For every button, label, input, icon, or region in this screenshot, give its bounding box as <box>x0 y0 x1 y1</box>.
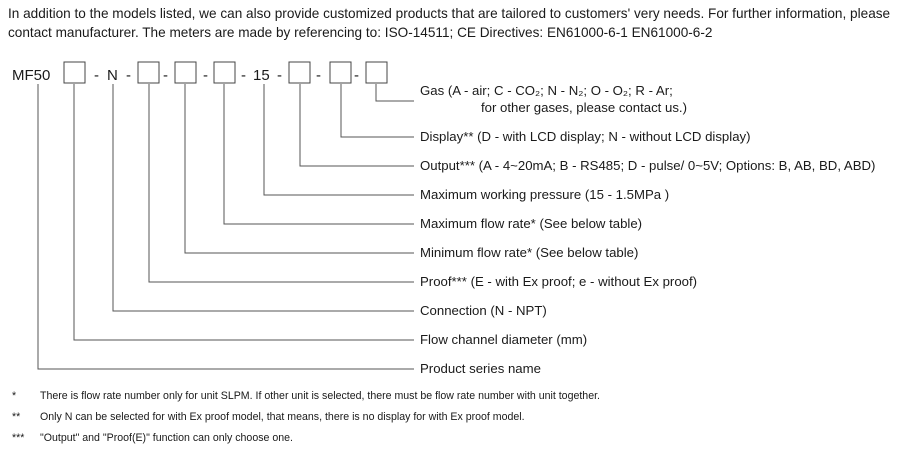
desc-proof: Proof*** (E - with Ex proof; e - without… <box>420 274 697 289</box>
intro-text: In addition to the models listed, we can… <box>8 6 891 40</box>
footnote-row: ** Only N can be selected for with Ex pr… <box>12 407 600 428</box>
code-dash: - <box>354 67 359 84</box>
code-dash: - <box>277 67 282 84</box>
code-pressure: 15 <box>253 67 270 84</box>
code-dash: - <box>94 67 99 84</box>
desc-max-flow: Maximum flow rate* (See below table) <box>420 216 642 231</box>
code-prefix: MF50 <box>12 67 50 84</box>
leader-display <box>340 84 414 138</box>
code-box-max-flow <box>213 61 236 84</box>
code-box-proof <box>137 61 160 84</box>
code-dash: - <box>316 67 321 84</box>
leader-gas <box>375 84 414 102</box>
leader-min-flow <box>184 84 414 254</box>
footnote-mark: ** <box>12 411 21 423</box>
leader-proof <box>148 84 414 283</box>
leader-pressure <box>263 84 414 196</box>
desc-gas: Gas (A - air; C - CO₂; N - N₂; O - O₂; R… <box>420 83 673 98</box>
footnote-mark: *** <box>12 432 25 444</box>
footnote-mark: * <box>12 390 17 402</box>
code-box-display <box>329 61 352 84</box>
code-dash: - <box>241 67 246 84</box>
footnote-text: There is flow rate number only for unit … <box>40 390 600 402</box>
code-box-channel <box>63 61 86 84</box>
leader-output <box>299 84 414 167</box>
desc-channel: Flow channel diameter (mm) <box>420 332 587 347</box>
desc-gas-line2: for other gases, please contact us.) <box>481 100 687 115</box>
code-dash: - <box>203 67 208 84</box>
leader-channel <box>73 84 414 341</box>
desc-output: Output*** (A - 4~20mA; B - RS485; D - pu… <box>420 158 875 173</box>
leader-series <box>37 84 414 370</box>
desc-connection: Connection (N - NPT) <box>420 303 547 318</box>
footnote-row: * There is flow rate number only for uni… <box>12 386 600 407</box>
code-box-gas <box>365 61 388 84</box>
leader-max-flow <box>223 84 414 225</box>
code-dash: - <box>163 67 168 84</box>
code-dash: - <box>126 67 131 84</box>
leader-connection <box>112 84 414 312</box>
desc-max-pressure: Maximum working pressure (15 - 1.5MPa ) <box>420 187 669 202</box>
desc-min-flow: Minimum flow rate* (See below table) <box>420 245 638 260</box>
code-connection: N <box>107 67 118 84</box>
footnote-row: *** "Output" and "Proof(E)" function can… <box>12 428 600 449</box>
footnotes: * There is flow rate number only for uni… <box>12 386 600 449</box>
footnote-text: "Output" and "Proof(E)" function can onl… <box>40 432 293 444</box>
desc-display: Display** (D - with LCD display; N - wit… <box>420 129 751 144</box>
code-box-output <box>288 61 311 84</box>
code-box-min-flow <box>174 61 197 84</box>
footnote-text: Only N can be selected for with Ex proof… <box>40 411 525 423</box>
desc-series: Product series name <box>420 361 541 376</box>
